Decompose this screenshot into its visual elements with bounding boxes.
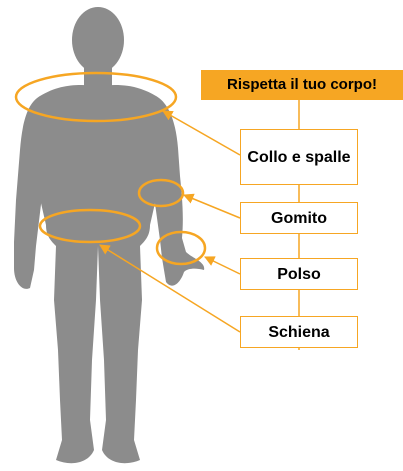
silhouette-torso xyxy=(32,85,165,246)
label-back: Schiena xyxy=(240,316,358,348)
label-elbow: Gomito xyxy=(240,202,358,234)
human-silhouette xyxy=(14,7,204,463)
arrow-elbow xyxy=(184,195,240,218)
banner-title: Rispetta il tuo corpo! xyxy=(201,70,403,100)
silhouette-left-leg xyxy=(54,246,98,463)
label-neck-shoulders: Collo e spalle xyxy=(240,129,358,185)
arrow-wrist xyxy=(205,257,240,274)
label-wrist: Polso xyxy=(240,258,358,290)
silhouette-right-leg xyxy=(98,246,142,463)
silhouette-right-arm xyxy=(148,96,204,286)
